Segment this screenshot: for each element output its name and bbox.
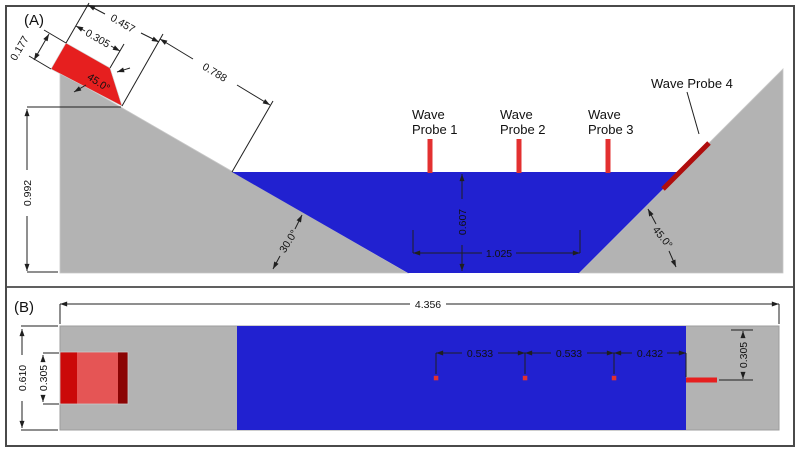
plan-block-right-strip [118,352,128,404]
plan-water [237,326,686,430]
probe-1-label-line2: Probe 1 [412,122,458,137]
dim-block-base-line [140,32,160,43]
angle-45-arrow [647,208,657,225]
wave-probe-1 [427,139,433,173]
dim-spacing12-text: 0.533 [467,348,493,360]
plan-probe-3 [611,375,617,381]
probe-2-label-line1: Wave [500,107,533,122]
dim-block-width-text: 0.305 [38,365,50,391]
dim-block-top-line [75,25,86,32]
ext-line [28,55,52,70]
dim-tank-length-text: 4.356 [415,299,441,311]
plan-probe-2 [522,375,528,381]
dim-bottom-text: 1.025 [486,248,512,260]
dim-block-base-line [87,4,106,15]
dim-probe4-offset-text: 0.305 [738,342,750,368]
plan-block-left-strip [60,352,77,404]
angle-30-arrow [294,214,303,230]
block-angle-arrow [116,67,131,73]
wave-probe-2 [516,139,522,173]
angle-45-arrow [668,250,677,268]
dim-slope-distance-line [236,84,271,106]
wave-probe-3 [605,139,611,173]
ext-line [121,33,164,107]
angle-30-arrow [272,255,281,270]
ext-line [109,43,125,69]
probe-4-leader-line [686,91,700,135]
dim-tank-width-text: 0.610 [17,365,29,391]
ext-line [65,2,90,44]
dim-block-top-line [110,45,121,52]
probe-3-label-line1: Wave [588,107,621,122]
dim-block-thickness-line [33,33,50,61]
plan-block-outline [59,351,129,405]
probe-1-label-line1: Wave [412,107,445,122]
panel-a-label: (A) [24,12,44,29]
panel-b-label: (B) [14,299,34,316]
probe-2-label-line2: Probe 2 [500,122,546,137]
water-body [232,172,680,273]
dim-slope-distance-line [159,38,194,60]
probe-4-label: Wave Probe 4 [651,76,733,91]
dim-spacing23-text: 0.533 [556,348,582,360]
plan-block-middle [77,352,118,404]
dim-height-text: 0.992 [22,180,34,206]
plan-probe-1 [433,375,439,381]
probe-3-label-line2: Probe 3 [588,122,634,137]
block-angle-arrow [73,84,87,93]
dim-probe3-slope-text: 0.432 [637,348,663,360]
ext-line [43,29,67,44]
ext-line [231,100,274,173]
wave-probe-4 [661,141,711,191]
dim-depth-text: 0.607 [457,209,469,235]
